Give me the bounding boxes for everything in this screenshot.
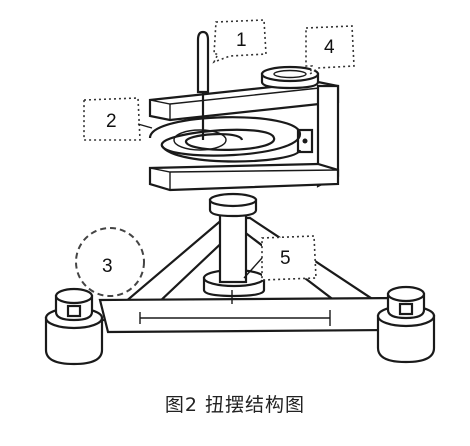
level-bubble bbox=[260, 65, 320, 90]
right-foot bbox=[376, 285, 436, 364]
callout-1-label: 1 bbox=[236, 30, 247, 51]
spring-frame bbox=[148, 80, 340, 192]
callout-4: 4 bbox=[305, 25, 355, 76]
callout-3: 3 bbox=[102, 256, 113, 277]
callout-1: 1 bbox=[212, 19, 267, 64]
torsion-pendulum-diagram: 1 2 3 4 5 bbox=[44, 19, 436, 366]
callout-4-label: 4 bbox=[324, 37, 335, 58]
callout-5: 5 bbox=[243, 235, 317, 281]
left-foot bbox=[44, 287, 104, 366]
leveling-screw-highlight bbox=[75, 227, 145, 297]
callout-3-label: 3 bbox=[102, 256, 113, 277]
callout-2-label: 2 bbox=[106, 111, 117, 132]
callout-2: 2 bbox=[83, 97, 153, 141]
callout-5-label: 5 bbox=[280, 248, 291, 269]
spiral-spring bbox=[148, 116, 302, 163]
figure-caption: 图2 扭摆结构图 bbox=[164, 394, 306, 416]
rotation-axis-rod bbox=[196, 30, 210, 140]
